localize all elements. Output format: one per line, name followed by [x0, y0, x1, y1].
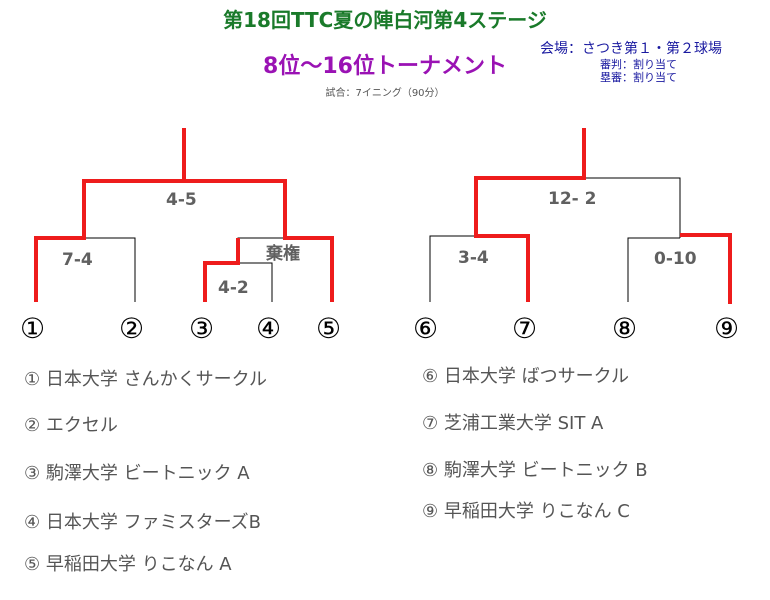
page-subtitle: 8位〜16位トーナメント: [263, 54, 507, 79]
score-m5: 3-4: [458, 248, 489, 268]
score-m4: 4-5: [166, 190, 197, 210]
score-m1: 7-4: [62, 250, 93, 270]
seed-8: ⑧: [612, 312, 637, 345]
winner-lines: [34, 128, 732, 304]
line-m7-right: [584, 177, 681, 238]
winner-path-5: [184, 179, 334, 302]
seed-6: ⑥: [413, 312, 438, 345]
team-9: ⑨ 早稲田大学 りこなん C: [422, 501, 630, 522]
umpire-info: 審判：割り当て 塁審：割り当て: [600, 58, 677, 84]
winner-path-9: [680, 233, 732, 304]
score-m6: 0-10: [654, 249, 697, 269]
seed-1: ①: [20, 312, 45, 345]
seed-2: ②: [119, 312, 144, 345]
team-6: ⑥ 日本大学 ばつサークル: [422, 366, 630, 387]
line-m1-right: [84, 237, 136, 302]
umpire-text: 審判：割り当て: [600, 58, 677, 71]
winner-path-1: [34, 128, 186, 302]
score-m2: 4-2: [218, 278, 249, 298]
game-info: 試合：7イニング（90分）: [325, 88, 445, 99]
seed-4: ④: [256, 312, 281, 345]
page-title: 第18回TTC夏の陣白河第4ステージ: [223, 8, 547, 32]
team-4: ④ 日本大学 ファミスターズB: [24, 512, 262, 533]
seed-9: ⑨: [714, 312, 739, 345]
winner-path-3: [203, 238, 240, 302]
seed-7: ⑦: [512, 312, 537, 345]
base-umpire-text: 塁審：割り当て: [600, 71, 677, 84]
team-8: ⑧ 駒澤大学 ビートニック B: [422, 460, 648, 481]
team-5: ⑤ 早稲田大学 りこなん A: [24, 554, 232, 575]
venue-text: 会場：さつき第１・第２球場: [540, 41, 722, 57]
seed-5: ⑤: [316, 312, 341, 345]
seed-3: ③: [189, 312, 214, 345]
team-3: ③ 駒澤大学 ビートニック A: [24, 463, 250, 484]
team-1: ① 日本大学 さんかくサークル: [24, 369, 268, 390]
winner-path-7: [474, 128, 586, 302]
score-m7: 12- 2: [548, 189, 596, 209]
line-m5-left: [429, 235, 476, 302]
team-2: ② エクセル: [24, 415, 118, 436]
line-m2-right: [232, 262, 273, 302]
score-m3: 棄権: [265, 243, 300, 264]
team-7: ⑦ 芝浦工業大学 SIT A: [422, 413, 604, 434]
line-m6-left: [627, 237, 680, 302]
